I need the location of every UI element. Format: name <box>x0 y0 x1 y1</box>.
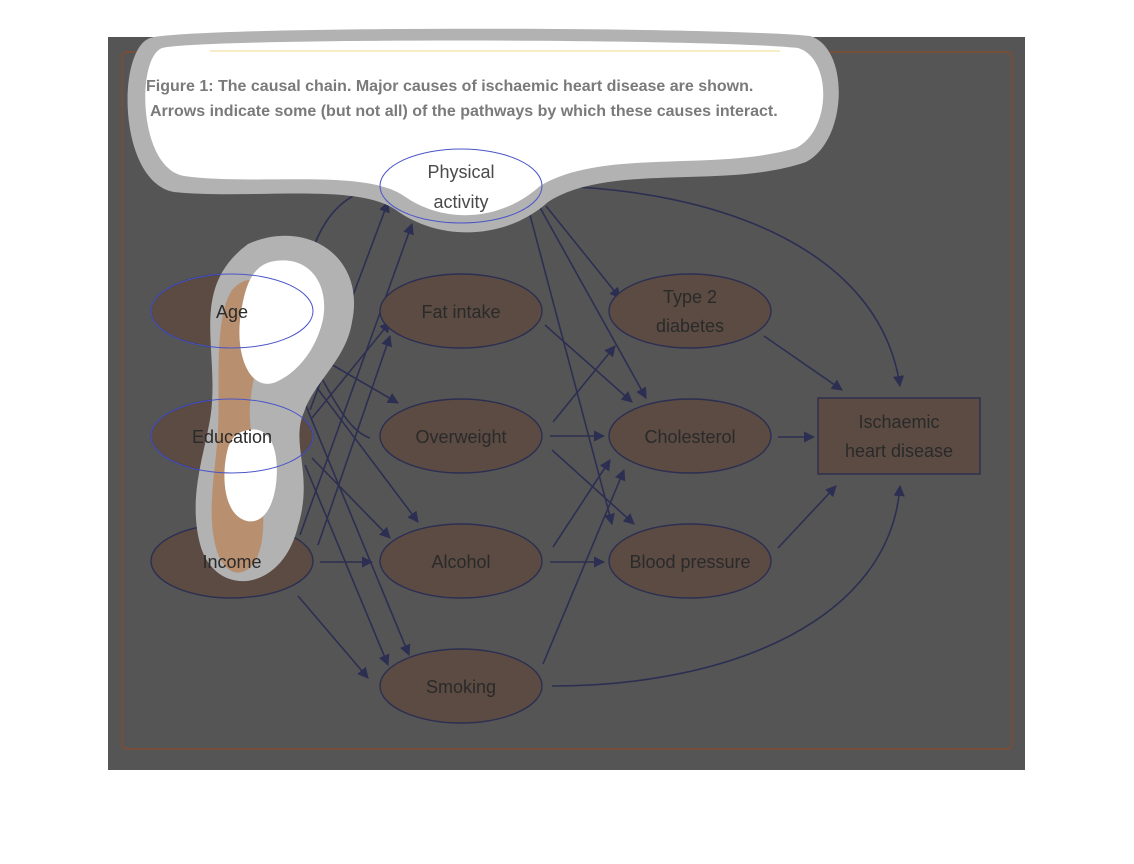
node-fat-intake <box>379 273 543 349</box>
node-type2-diabetes <box>608 273 772 349</box>
label-alcohol: Alcohol <box>431 552 490 572</box>
edge-income-physical-activity <box>299 222 414 536</box>
edge-alcohol-cholesterol <box>552 459 611 548</box>
edge-education-smoking <box>304 464 390 667</box>
outline-education <box>150 398 314 474</box>
outline-physical-activity <box>379 148 543 224</box>
node-overweight <box>379 398 543 474</box>
node-cholesterol <box>608 398 772 474</box>
node-blood-pressure <box>608 523 772 599</box>
label-smoking: Smoking <box>426 677 496 697</box>
label-type2-diabetes-1: Type 2 <box>663 287 717 307</box>
edge-physical-activity-ihd <box>551 185 905 388</box>
overlay-blobs <box>127 28 839 582</box>
label-ihd-2: heart disease <box>845 441 953 461</box>
edge-education-fat-intake <box>311 321 391 419</box>
label-age: Age <box>216 302 248 322</box>
label-cholesterol: Cholesterol <box>644 427 735 447</box>
outline-age <box>150 273 314 349</box>
node-ischaemic-heart-disease <box>817 397 981 475</box>
edge-physical-activity-type2-diabetes <box>545 205 621 299</box>
label-type2-diabetes-2: diabetes <box>656 316 724 336</box>
caption-line-1: Figure 1: The causal chain. Major causes… <box>146 78 753 95</box>
left-blob-white-top <box>239 260 325 384</box>
edge-physical-activity-cholesterol <box>537 203 647 399</box>
edge-overweight-type2-diabetes <box>552 345 616 423</box>
edge-physical-activity-blood-pressure <box>529 214 615 526</box>
label-blood-pressure: Blood pressure <box>629 552 750 572</box>
edge-type2-diabetes-ihd <box>763 335 843 391</box>
edge-education-alcohol <box>311 457 391 539</box>
edge-income-smoking <box>297 595 369 679</box>
edge-fat-intake-cholesterol <box>544 324 633 403</box>
over-blob-outlines <box>150 50 780 474</box>
label-overweight: Overweight <box>415 427 506 447</box>
edge-smoking-ihd <box>551 484 905 687</box>
label-physical-activity-1: Physical <box>427 162 494 182</box>
edge-smoking-cholesterol <box>542 468 626 665</box>
edge-income-fat-intake <box>317 334 393 546</box>
label-fat-intake: Fat intake <box>421 302 500 322</box>
label-education: Education <box>192 427 272 447</box>
label-income: Income <box>202 552 261 572</box>
caption-line-2: Arrows indicate some (but not all) of th… <box>150 103 778 120</box>
label-ihd-1: Ischaemic <box>858 412 939 432</box>
node-smoking <box>379 648 543 724</box>
node-alcohol <box>379 523 543 599</box>
edge-blood-pressure-ihd <box>777 485 837 549</box>
caption-blob <box>145 40 824 216</box>
label-physical-activity-2: activity <box>433 192 488 212</box>
left-blob-white-bottom <box>224 429 277 522</box>
